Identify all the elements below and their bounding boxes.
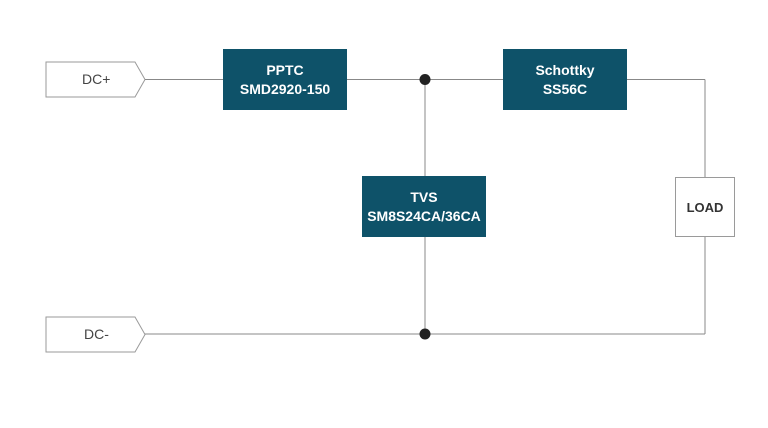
load-block: LOAD: [675, 177, 735, 237]
pptc-part-label: SMD2920-150: [239, 80, 331, 97]
dc-minus-label: DC-: [84, 326, 109, 342]
tvs-block: TVS SM8S24CA/36CA: [362, 176, 486, 237]
pptc-block: PPTC SMD2920-150: [223, 49, 347, 110]
dc-plus-terminal: [45, 61, 146, 98]
dc-plus-label: DC+: [82, 71, 111, 87]
schottky-block: Schottky SS56C: [503, 49, 627, 110]
schottky-part-label: SS56C: [542, 80, 588, 97]
tvs-type-label: TVS: [410, 188, 438, 205]
schottky-type-label: Schottky: [535, 61, 595, 78]
junction-dot-top: [419, 74, 431, 85]
load-label: LOAD: [686, 199, 724, 215]
pptc-type-label: PPTC: [266, 61, 304, 78]
dc-minus-terminal: [45, 316, 146, 353]
tvs-part-label: SM8S24CA/36CA: [367, 207, 481, 224]
junction-dot-bottom: [419, 328, 431, 340]
